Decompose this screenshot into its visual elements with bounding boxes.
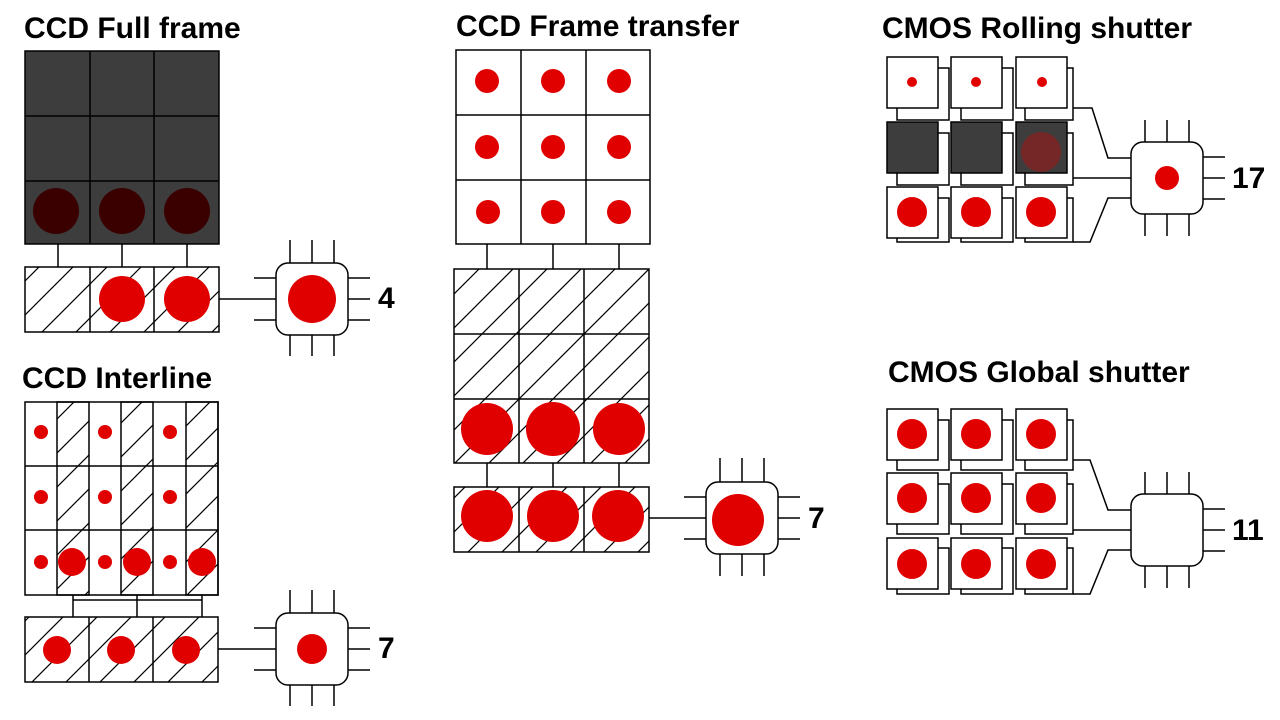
signal-dot: [592, 490, 644, 542]
signal-dot: [297, 634, 327, 664]
charge-dot: [164, 188, 210, 234]
signal-dot: [961, 419, 991, 449]
pixel-reset: [950, 121, 1003, 174]
readout-count-cmos-global-shutter: 11: [1232, 514, 1264, 547]
panel-cmos-rolling-shutter: [886, 56, 1225, 243]
charge-dot: [99, 188, 145, 234]
signal-dot: [461, 403, 513, 455]
signal-dot: [34, 555, 48, 569]
signal-dot: [99, 276, 145, 322]
signal-dot: [961, 197, 991, 227]
signal-dot: [188, 548, 216, 576]
charge-dot: [33, 188, 79, 234]
signal-dot: [593, 403, 645, 455]
chip-icon: [1130, 120, 1225, 236]
title-ccd-interline: CCD Interline: [22, 362, 213, 395]
signal-dot: [961, 549, 991, 579]
signal-dot: [58, 548, 86, 576]
signal-dot: [897, 197, 927, 227]
charge-dot: [1021, 132, 1061, 172]
title-ccd-full-frame: CCD Full frame: [24, 12, 241, 45]
signal-dot: [607, 200, 631, 224]
pixel-reset: [1015, 121, 1068, 174]
signal-dot: [1155, 166, 1179, 190]
title-cmos-global-shutter: CMOS Global shutter: [888, 356, 1190, 389]
signal-dot: [163, 490, 177, 504]
signal-dot: [1026, 419, 1056, 449]
signal-dot: [607, 69, 631, 93]
signal-dot: [1026, 197, 1056, 227]
signal-dot: [461, 490, 513, 542]
panel-ccd-frame-transfer: [453, 49, 800, 576]
signal-dot: [476, 200, 500, 224]
chip-icon: [254, 590, 370, 706]
signal-dot: [971, 77, 981, 87]
readout-count-cmos-rolling-shutter: 17: [1232, 162, 1266, 195]
signal-dot: [897, 483, 927, 513]
signal-dot: [897, 419, 927, 449]
signal-dot: [526, 402, 580, 456]
signal-dot: [43, 636, 71, 664]
signal-dot: [1026, 549, 1056, 579]
signal-dot: [527, 490, 579, 542]
signal-dot: [34, 490, 48, 504]
signal-dot: [98, 425, 112, 439]
signal-dot: [98, 555, 112, 569]
readout-count-ccd-frame-transfer: 7: [808, 502, 825, 535]
signal-dot: [123, 548, 151, 576]
signal-dot: [712, 494, 764, 546]
title-cmos-rolling-shutter: CMOS Rolling shutter: [882, 12, 1192, 45]
signal-dot: [607, 135, 631, 159]
signal-dot: [475, 69, 499, 93]
signal-dot: [98, 490, 112, 504]
signal-dot: [541, 200, 565, 224]
readout-count-ccd-full-frame: 4: [378, 282, 395, 315]
panel-ccd-full-frame: [24, 50, 370, 356]
pixel-reset: [886, 121, 939, 174]
signal-dot: [475, 135, 499, 159]
readout-count-ccd-interline: 7: [378, 632, 395, 665]
panel-cmos-global-shutter: [886, 408, 1225, 595]
signal-dot: [961, 483, 991, 513]
signal-dot: [163, 425, 177, 439]
signal-dot: [897, 549, 927, 579]
signal-dot: [907, 77, 917, 87]
signal-dot: [1037, 77, 1047, 87]
signal-dot: [288, 275, 336, 323]
signal-dot: [34, 425, 48, 439]
signal-dot: [1026, 483, 1056, 513]
chip-icon: [254, 240, 370, 356]
panel-ccd-interline: [24, 401, 370, 706]
signal-dot: [172, 636, 200, 664]
signal-dot: [541, 135, 565, 159]
signal-dot: [164, 276, 210, 322]
title-ccd-frame-transfer: CCD Frame transfer: [456, 10, 740, 43]
signal-dot: [107, 636, 135, 664]
signal-dot: [163, 555, 177, 569]
chip-icon: [1130, 472, 1225, 588]
signal-dot: [541, 69, 565, 93]
chip-icon: [684, 458, 800, 576]
